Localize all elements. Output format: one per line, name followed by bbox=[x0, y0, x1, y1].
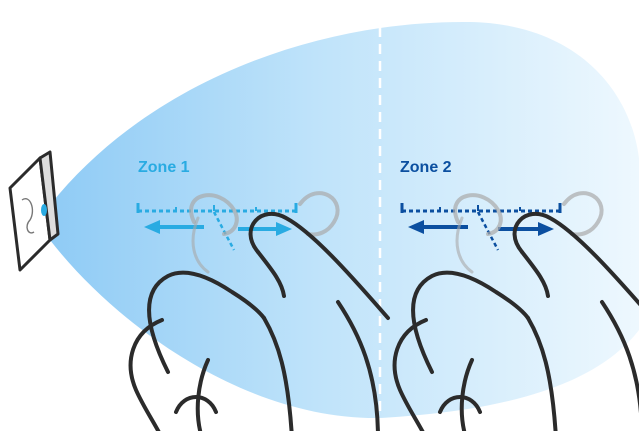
zone-1-label: Zone 1 bbox=[138, 159, 190, 176]
sensor-device-icon bbox=[10, 152, 58, 270]
zone-2-label: Zone 2 bbox=[400, 159, 452, 176]
